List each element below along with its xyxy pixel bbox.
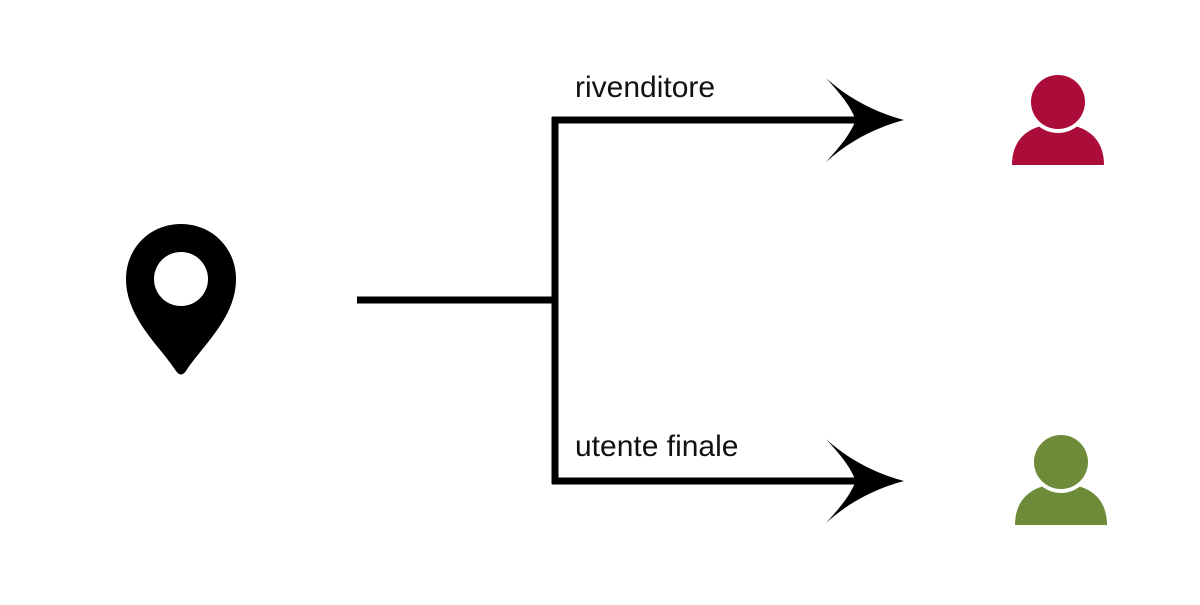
- arrow-top: [552, 78, 904, 162]
- person-icon-end-user: [1015, 431, 1107, 525]
- branch-label-end-user: utente finale: [575, 430, 739, 463]
- person-icon-reseller: [1012, 71, 1104, 165]
- branch-label-reseller: rivenditore: [575, 71, 716, 104]
- arrow-bottom: [552, 439, 904, 523]
- location-pin-icon: [126, 224, 236, 375]
